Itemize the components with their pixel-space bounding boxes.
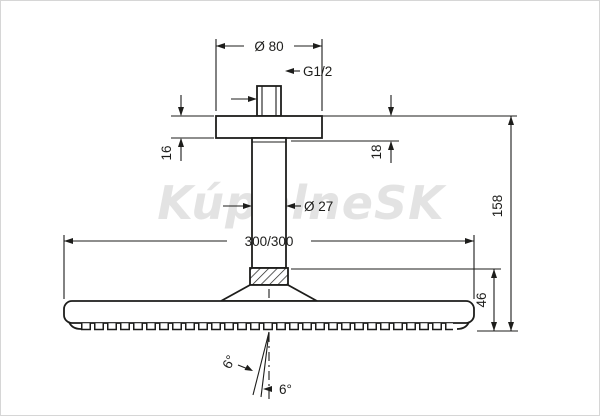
arrow-up-icon [491,269,497,278]
arrow-down-icon [388,107,394,116]
dim-label-angle-side: 6° [219,353,238,371]
head-lip-left [68,321,82,330]
arrow-left-icon [216,43,225,49]
dim-label-head-height: 46 [474,292,489,307]
dim-total-height: 158 [477,116,518,332]
dim-thread: G1/2 [231,64,332,102]
dim-plate-height: 16 [159,95,214,161]
arrow-left-icon [64,238,73,244]
dim-head-height: 46 [291,268,501,331]
dim-label-ceiling-offset: 18 [369,144,384,159]
dim-label-plate-height: 16 [159,145,174,160]
ceiling-plate [215,115,323,139]
arrow-left-icon [286,203,295,209]
arrow-up-icon [508,116,514,125]
arrow-down-icon [491,322,497,331]
ball-joint [249,267,289,286]
arrow-right-icon [243,203,252,209]
dim-label-plate-diameter: Ø 80 [254,39,283,54]
dim-label-head-size: 300/300 [245,234,294,249]
arrow-down-icon [178,107,184,116]
arrow-right-icon [313,43,322,49]
dim-pipe-diameter: Ø 27 [223,199,333,214]
dim-plate-diameter: Ø 80 [215,39,323,111]
arrow-angle-icon [244,364,253,371]
arrow-right-icon [465,238,474,244]
arrow-up-icon [388,141,394,150]
arrow-left-icon [263,386,272,392]
arrow-up-icon [178,138,184,147]
spray-nozzles [81,322,453,331]
arrow-down-icon [508,322,514,331]
dim-head-size: 300/300 [63,234,475,299]
thread-stub [256,85,282,117]
dim-spray-angles: 6° 6° [219,353,292,397]
watermark: KúpelneSK [157,176,447,230]
dim-ceiling-offset: 18 [291,95,517,163]
spray-line-outer [252,331,270,396]
dim-label-total-height: 158 [490,195,505,218]
arrow-left-icon [285,68,294,74]
spray-line-inner [260,331,270,398]
arrow-right-icon [248,96,257,102]
shower-drawing [63,85,475,399]
dim-label-angle-bottom: 6° [279,382,292,397]
head-lip-right [456,321,470,330]
dim-label-pipe-diameter: Ø 27 [304,199,333,214]
shower-head-body [63,300,475,324]
dim-label-thread: G1/2 [303,64,332,79]
